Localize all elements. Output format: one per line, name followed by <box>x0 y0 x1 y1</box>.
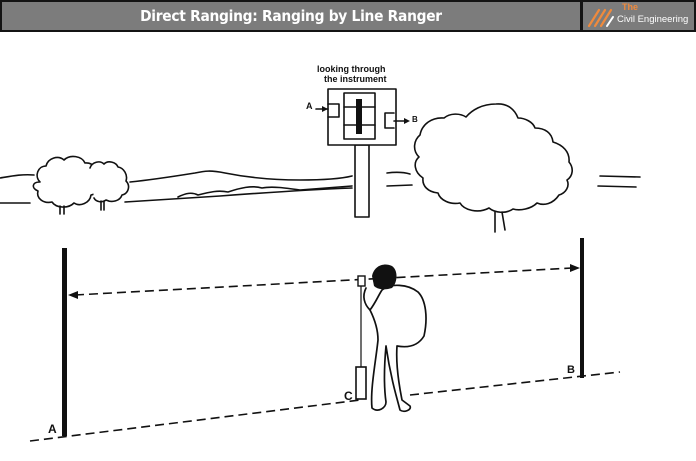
horizon-far-right <box>597 175 641 188</box>
tree-left-1 <box>32 155 100 208</box>
ranging-rod-b <box>580 238 584 378</box>
line-ranging-illustration <box>0 88 641 442</box>
callout-label-b: B <box>412 115 418 124</box>
callout-label-a: A <box>306 101 313 111</box>
ranger-body <box>369 284 427 413</box>
horizon-right-lower <box>386 184 413 187</box>
horizon-right-upper <box>386 171 411 175</box>
logo-stripes-icon <box>587 8 614 28</box>
instrument-eyepiece <box>343 92 376 140</box>
rod-c <box>355 366 367 400</box>
bushes-line <box>177 185 353 198</box>
site-logo[interactable]: The Civil Engineering <box>583 2 694 30</box>
tree-left-1-trunk <box>59 205 65 215</box>
tree-left-2-trunk <box>100 200 105 211</box>
sight-line <box>74 267 573 296</box>
tree-right <box>413 103 573 214</box>
point-label-b: B <box>567 364 575 376</box>
tree-left-2 <box>89 161 130 203</box>
ranging-rod-a <box>62 248 67 436</box>
title-banner: Direct Ranging: Ranging by Line Ranger <box>2 2 580 30</box>
logo-text-the: The <box>622 2 639 12</box>
page-title: Direct Ranging: Ranging by Line Ranger <box>140 7 442 25</box>
callout-text-line2: the instrument <box>324 74 387 84</box>
point-label-c: C <box>344 389 353 403</box>
logo-text-civil-engineering: Civil Engineering <box>617 14 689 25</box>
arrow-to-a <box>68 291 78 299</box>
horizon-line-back <box>0 170 353 183</box>
tree-right-trunk <box>494 211 506 233</box>
header-bar: Direct Ranging: Ranging by Line Ranger T… <box>0 0 696 32</box>
callout-text-line1: looking through <box>317 64 386 74</box>
ground-line <box>29 371 621 442</box>
ranger-head <box>372 264 397 290</box>
instrument-post <box>354 144 370 218</box>
arrow-to-b <box>570 264 580 272</box>
right-marker-b <box>384 112 395 129</box>
ranger-arm <box>363 287 371 311</box>
left-marker-a <box>327 103 340 118</box>
instrument-crosshair <box>356 99 362 134</box>
point-label-a: A <box>48 422 57 436</box>
